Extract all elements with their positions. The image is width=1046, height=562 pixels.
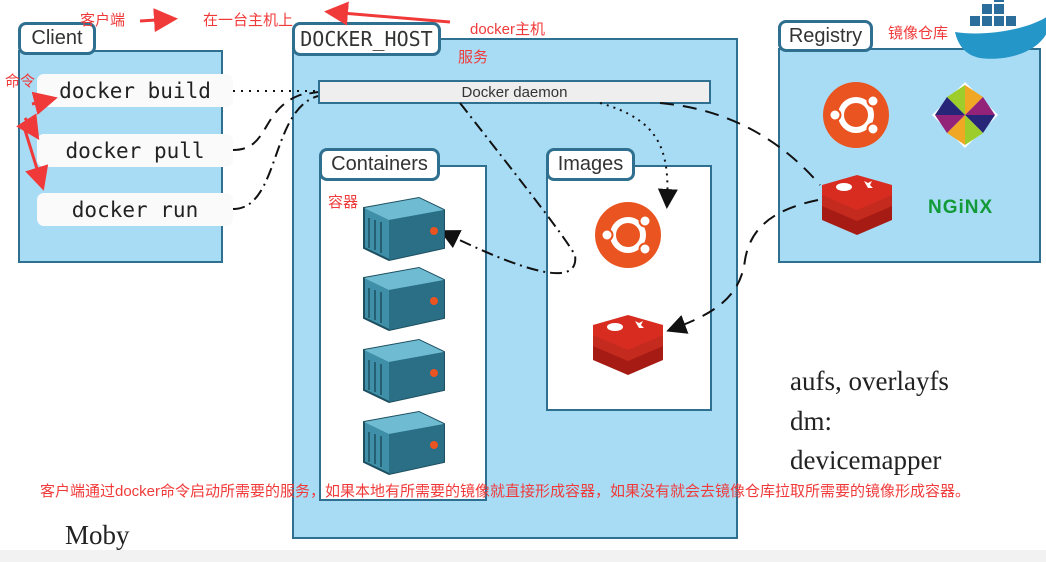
bottom-strip	[0, 550, 1046, 562]
annotation-command: 命令	[5, 73, 36, 90]
containers-title: Containers	[319, 148, 440, 181]
container-icon	[363, 267, 445, 331]
docker-pull-command: docker pull	[37, 134, 233, 167]
docker-build-command: docker build	[37, 74, 233, 107]
docker-run-command: docker run	[37, 193, 233, 226]
annotation-docker-host: docker主机	[470, 21, 546, 38]
annotation-service: 服务	[458, 49, 489, 66]
annotation-same-host: 在一台主机上	[203, 12, 294, 29]
ubuntu-logo-icon	[823, 82, 889, 148]
container-icon	[363, 411, 445, 475]
docker-host-title: DOCKER_HOST	[292, 22, 441, 56]
images-title: Images	[546, 148, 635, 181]
client-title: Client	[18, 22, 96, 55]
ubuntu-image-icon	[595, 202, 661, 268]
registry-title: Registry	[778, 20, 873, 52]
annotation-summary: 客户端通过docker命令启动所需要的服务，如果本地有所需要的镜像就直接形成容器…	[40, 483, 971, 500]
redis-image-icon	[593, 315, 663, 375]
storage-note-3: devicemapper	[790, 445, 942, 475]
centos-logo-icon	[932, 82, 998, 148]
storage-note-2: dm:	[790, 406, 833, 436]
annotation-containers: 容器	[328, 194, 359, 211]
docker-whale-icon	[955, 0, 1046, 59]
redis-logo-icon	[822, 175, 892, 235]
container-icon	[363, 339, 445, 403]
storage-note-1: aufs, overlayfs	[790, 366, 949, 396]
annotation-registry: 镜像仓库	[888, 25, 949, 42]
moby-text: Moby	[65, 520, 130, 550]
nginx-logo: NGiNX	[928, 197, 994, 218]
container-icon	[363, 197, 445, 261]
docker-daemon: Docker daemon	[318, 80, 711, 104]
annotation-client: 客户端	[80, 12, 126, 29]
registry-panel	[778, 48, 1041, 263]
